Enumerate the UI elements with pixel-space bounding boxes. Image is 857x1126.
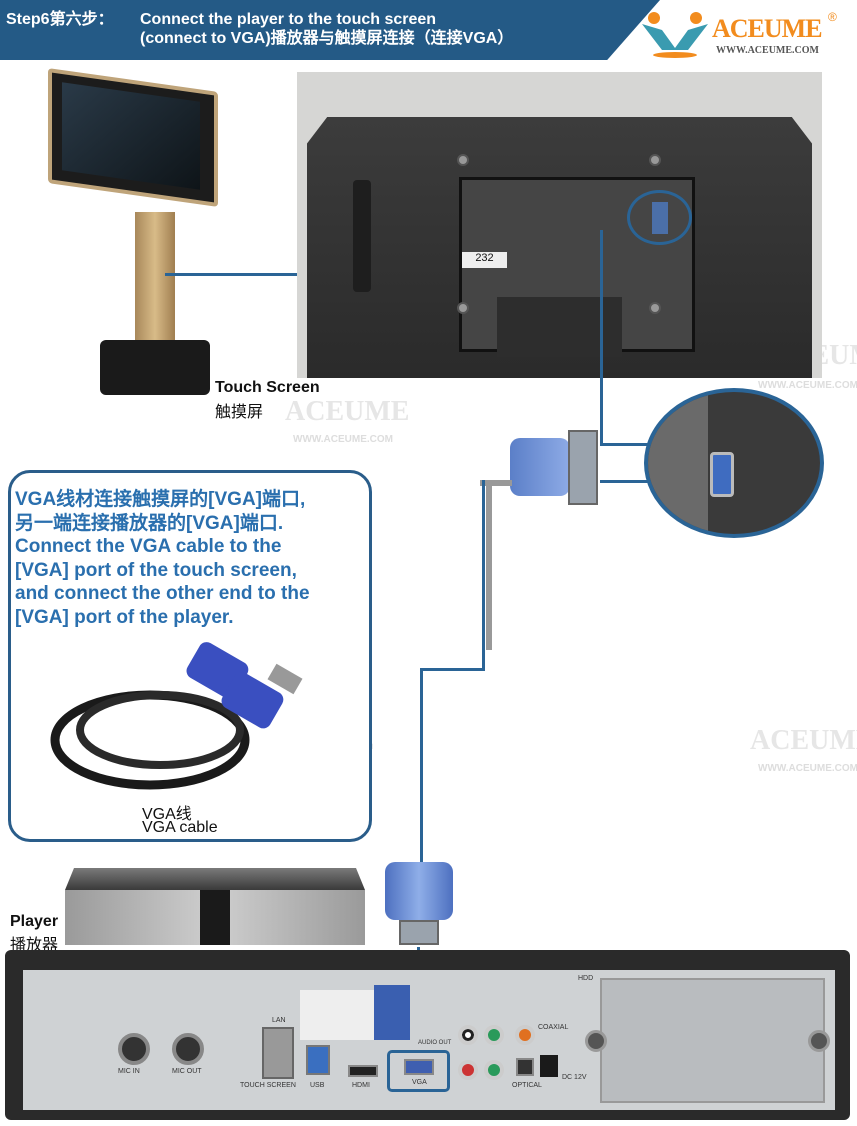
mic-in-port [118, 1033, 150, 1065]
audio-r-port [458, 1060, 478, 1080]
audio-l-port [458, 1025, 478, 1045]
watermark-url: WWW.ACEUME.COM [758, 380, 857, 391]
vga-connector-top [510, 420, 600, 515]
watermark: ACEUME [285, 396, 410, 427]
header-banner [0, 0, 660, 60]
mic-in-label: MIC IN [118, 1068, 140, 1075]
optical-port [516, 1058, 534, 1076]
coaxial-port [515, 1025, 535, 1045]
guide-line [600, 230, 603, 445]
logo-brand: ACEUME [712, 14, 823, 43]
touch-screen-label-cn: 触摸屏 [215, 404, 264, 421]
watermark: ACEUME [750, 725, 857, 756]
touch-screen-label-en: Touch Screen [215, 379, 320, 396]
instruction-line: [VGA] port of the touch screen, [15, 559, 297, 581]
watermark-url: WWW.ACEUME.COM [758, 763, 857, 774]
screw [808, 1030, 830, 1052]
vga-label: VGA [412, 1079, 427, 1086]
instruction-line: and connect the other end to the [15, 583, 310, 604]
touch-screen-port-label: TOUCH SCREEN [240, 1082, 296, 1089]
qr-sticker [374, 985, 410, 1040]
cable-label-cn: VGA线 [142, 806, 192, 823]
hdmi-label: HDMI [352, 1082, 370, 1089]
instruction-line: [VGA] port of the player. [15, 606, 234, 628]
step-label: Step6第六步： [6, 11, 114, 28]
vga-port-highlight[interactable]: VGA [387, 1050, 450, 1092]
hdmi-port [348, 1065, 378, 1077]
registered-mark: ® [828, 10, 837, 24]
logo: ACEUME ® WWW.ACEUME.COM [640, 10, 855, 60]
title-line-2: (connect to VGA)播放器与触摸屏连接（连接VGA） [140, 30, 514, 47]
mic-out-label: MIC OUT [172, 1068, 202, 1075]
component-port [484, 1025, 504, 1045]
vga-connector-bottom [385, 862, 453, 947]
usb-port [306, 1045, 330, 1075]
optical-label: OPTICAL [512, 1082, 542, 1089]
mic-out-port [172, 1033, 204, 1065]
cable-label-en: VGA cable [142, 819, 218, 836]
player-front-image [65, 868, 365, 950]
guide-line [600, 480, 650, 483]
hdd-label: HDD [578, 975, 594, 982]
audio-out-label: AUDIO OUT [418, 1040, 452, 1046]
lan-label: LAN [272, 1017, 286, 1024]
usb-label: USB [310, 1082, 325, 1089]
sticker-label: 232 [462, 252, 507, 268]
watermark-url: WWW.ACEUME.COM [293, 434, 393, 445]
connector-line [165, 273, 297, 276]
touch-screen-kiosk-image [40, 68, 220, 402]
vga-port-icon [710, 452, 734, 497]
instruction-line: 另一端连接播放器的[VGA]端口. [15, 512, 284, 534]
guide-line [600, 443, 655, 446]
vga-cable [486, 480, 492, 650]
coaxial-label: COAXIAL [538, 1024, 569, 1031]
instruction-line: Connect the VGA cable to the [15, 536, 282, 557]
dc-label: DC 12V [562, 1074, 587, 1081]
dc-port [540, 1055, 558, 1077]
player-label-en: Player [10, 913, 59, 930]
component-port [484, 1060, 504, 1080]
vga-cable [480, 480, 512, 486]
lan-port [262, 1027, 294, 1079]
monitor-back-photo: 232 [297, 72, 822, 378]
instruction-line: VGA线材连接触摸屏的[VGA]端口, [15, 489, 306, 510]
logo-figure-icon [642, 12, 708, 58]
player-label-cn: 播放器 [10, 937, 59, 954]
screw [585, 1030, 607, 1052]
vga-port-zoom-circle [644, 388, 824, 538]
title-line-1: Connect the player to the touch screen [140, 11, 437, 28]
logo-url: WWW.ACEUME.COM [716, 45, 819, 56]
vga-cable-coil-image [50, 642, 303, 790]
